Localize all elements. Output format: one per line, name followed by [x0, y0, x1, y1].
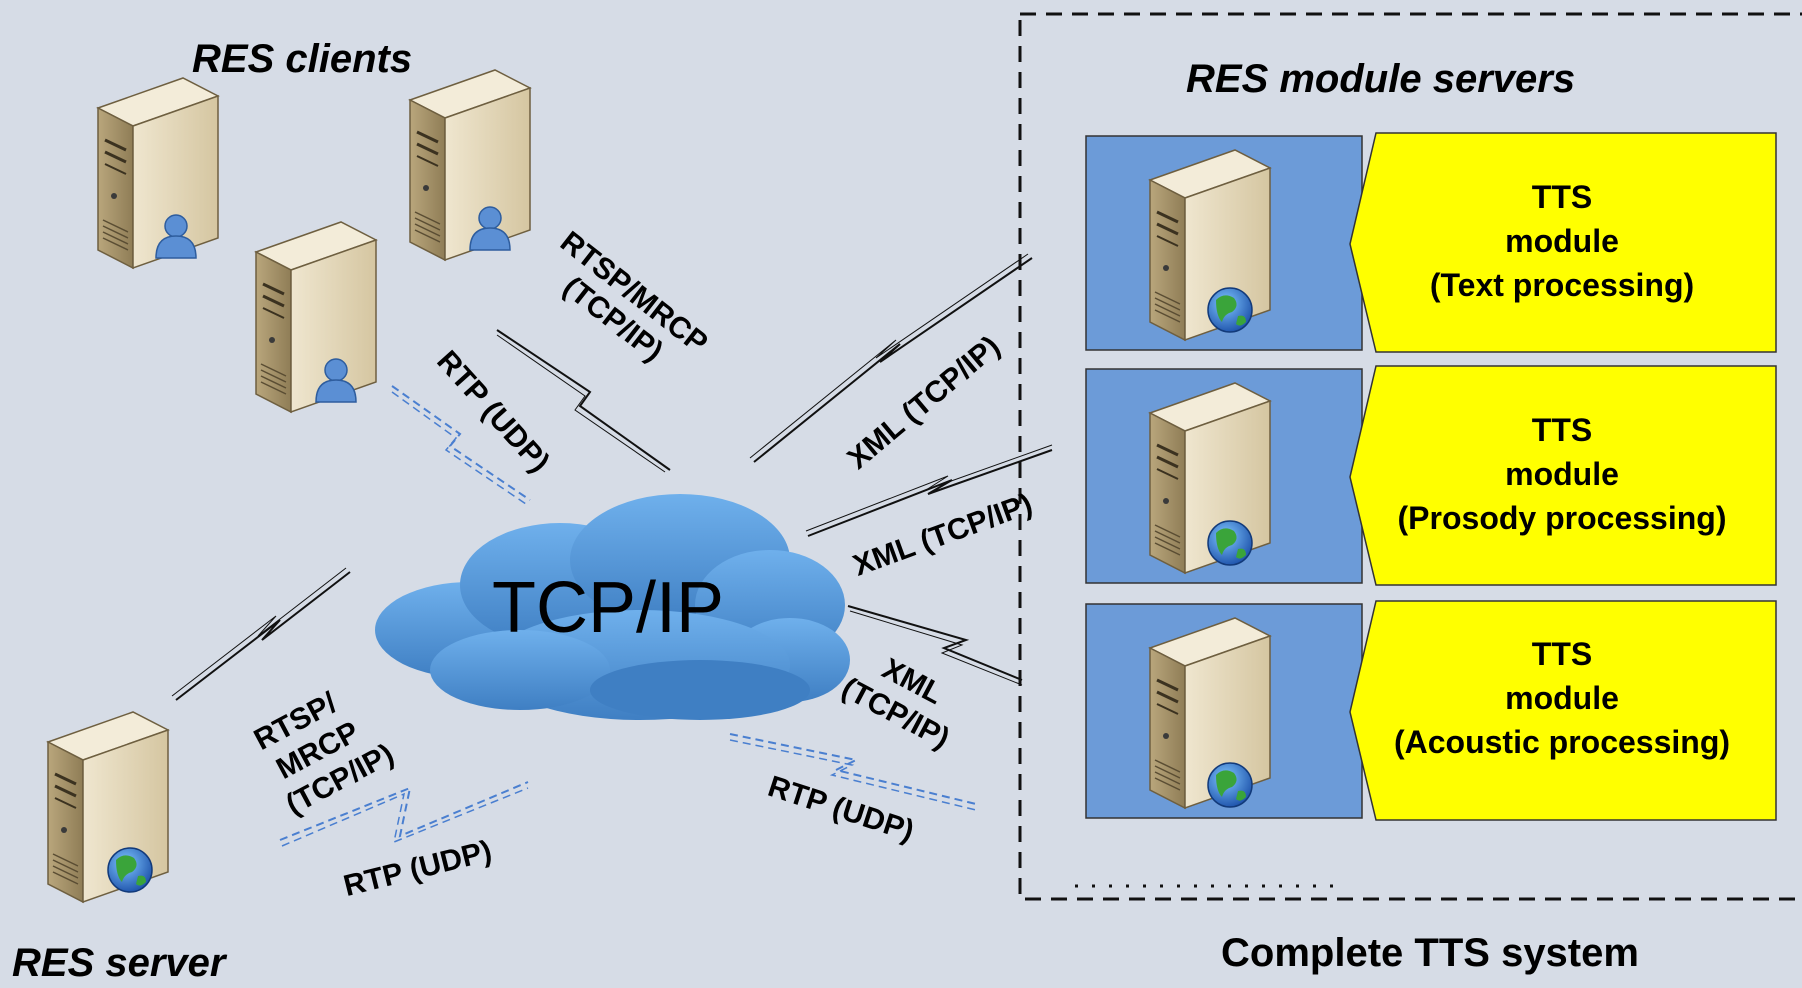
- link-label-rtp-clients: RTP (UDP): [430, 344, 556, 478]
- module-2-line-2: module: [1505, 456, 1619, 492]
- module-3-line-3: (Acoustic processing): [1394, 724, 1730, 760]
- link-label-xml-top: XML (TCP/IP): [841, 330, 1006, 476]
- module-1-line-2: module: [1505, 223, 1619, 259]
- module-row-2: [1085, 365, 1777, 586]
- cloud-label: TCP/IP: [492, 568, 724, 648]
- link-label-rtp-server: RTP (UDP): [340, 834, 495, 903]
- link-label-xml-mid: XML (TCP/IP): [849, 487, 1037, 582]
- system-caption: Complete TTS system: [1221, 931, 1639, 975]
- module-1-line-3: (Text processing): [1430, 267, 1694, 303]
- client-server-2: [408, 68, 532, 262]
- server-title: RES server: [12, 941, 228, 985]
- module-2-line-3: (Prosody processing): [1398, 500, 1727, 536]
- tts-system-boundary: [1018, 12, 1802, 901]
- module-3-line-1: TTS: [1532, 636, 1592, 672]
- link-label-rtsp-clients: RTSP/MRCP (TCP/IP): [554, 225, 714, 368]
- module-row-3: [1085, 600, 1777, 821]
- client-server-3: [254, 220, 378, 414]
- res-server: [46, 710, 170, 904]
- module-servers-title: RES module servers: [1186, 57, 1575, 101]
- module-row-1: [1085, 132, 1777, 353]
- link-label-rtsp-server: RTSP/ MRCP (TCP/IP): [249, 686, 399, 822]
- module-2-line-1: TTS: [1532, 412, 1592, 448]
- module-3-line-2: module: [1505, 680, 1619, 716]
- clients-title: RES clients: [192, 37, 412, 81]
- tcp-ip-cloud: [375, 494, 850, 720]
- module-1-line-1: TTS: [1532, 179, 1592, 215]
- client-server-1: [96, 76, 220, 270]
- network-links: [171, 253, 1053, 847]
- link-label-rtp-modules: RTP (UDP): [764, 770, 918, 848]
